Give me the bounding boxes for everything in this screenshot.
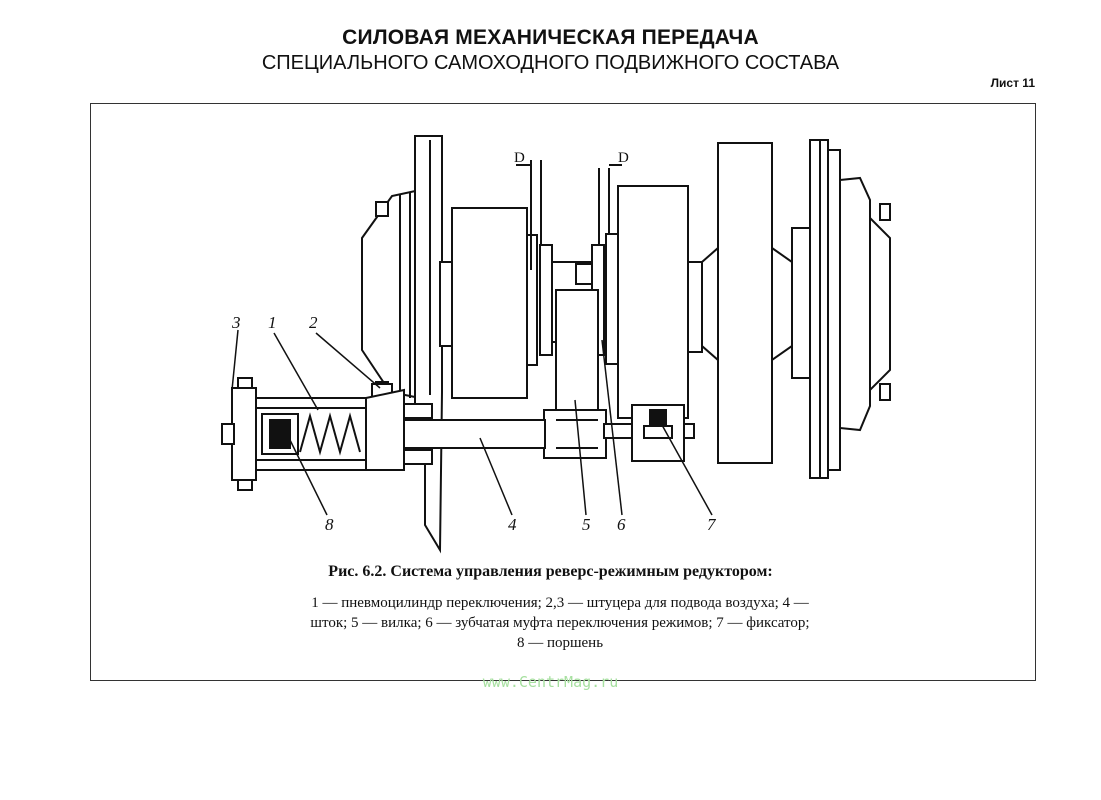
output-drum [701,142,825,464]
figure-caption-title: Рис. 6.2. Система управления реверс-режи… [328,563,773,580]
label-1: 1 [268,313,277,332]
label-2: 2 [309,313,318,332]
left-housing [361,135,443,554]
gear-left [439,207,538,399]
leader-lines [231,329,713,516]
caption-line-3: 8 — поршень [516,635,604,651]
figure-caption-body: 1 — пневмоцилиндр переключения; 2,3 — шт… [200,593,920,653]
label-8: 8 [325,515,334,534]
section-mark-d-right: D [618,150,629,166]
pneumatic-cylinder [221,377,405,491]
page-subtitle: СПЕЦИАЛЬНОГО САМОХОДНОГО ПОДВИЖНОГО СОСТ… [261,52,840,74]
caption-line-1: 1 — пневмоцилиндр переключения; 2,3 — шт… [311,595,809,611]
section-mark-d-left: D [514,150,525,166]
label-7: 7 [707,515,717,534]
label-3: 3 [231,313,241,332]
detent [631,404,685,462]
watermark: www.CentrMag.ru [482,673,619,691]
page-title: СИЛОВАЯ МЕХАНИЧЕСКАЯ ПЕРЕДАЧА [342,26,759,49]
figure-frame [90,103,1036,681]
sheet-number: Лист 11 [990,76,1035,90]
caption-line-2: шток; 5 — вилка; 6 — зубчатая муфта пере… [310,615,810,631]
right-housing [809,139,891,479]
label-5: 5 [582,515,591,534]
fork [543,289,607,459]
label-6: 6 [617,515,626,534]
gear-right [605,185,703,419]
label-4: 4 [508,515,517,534]
